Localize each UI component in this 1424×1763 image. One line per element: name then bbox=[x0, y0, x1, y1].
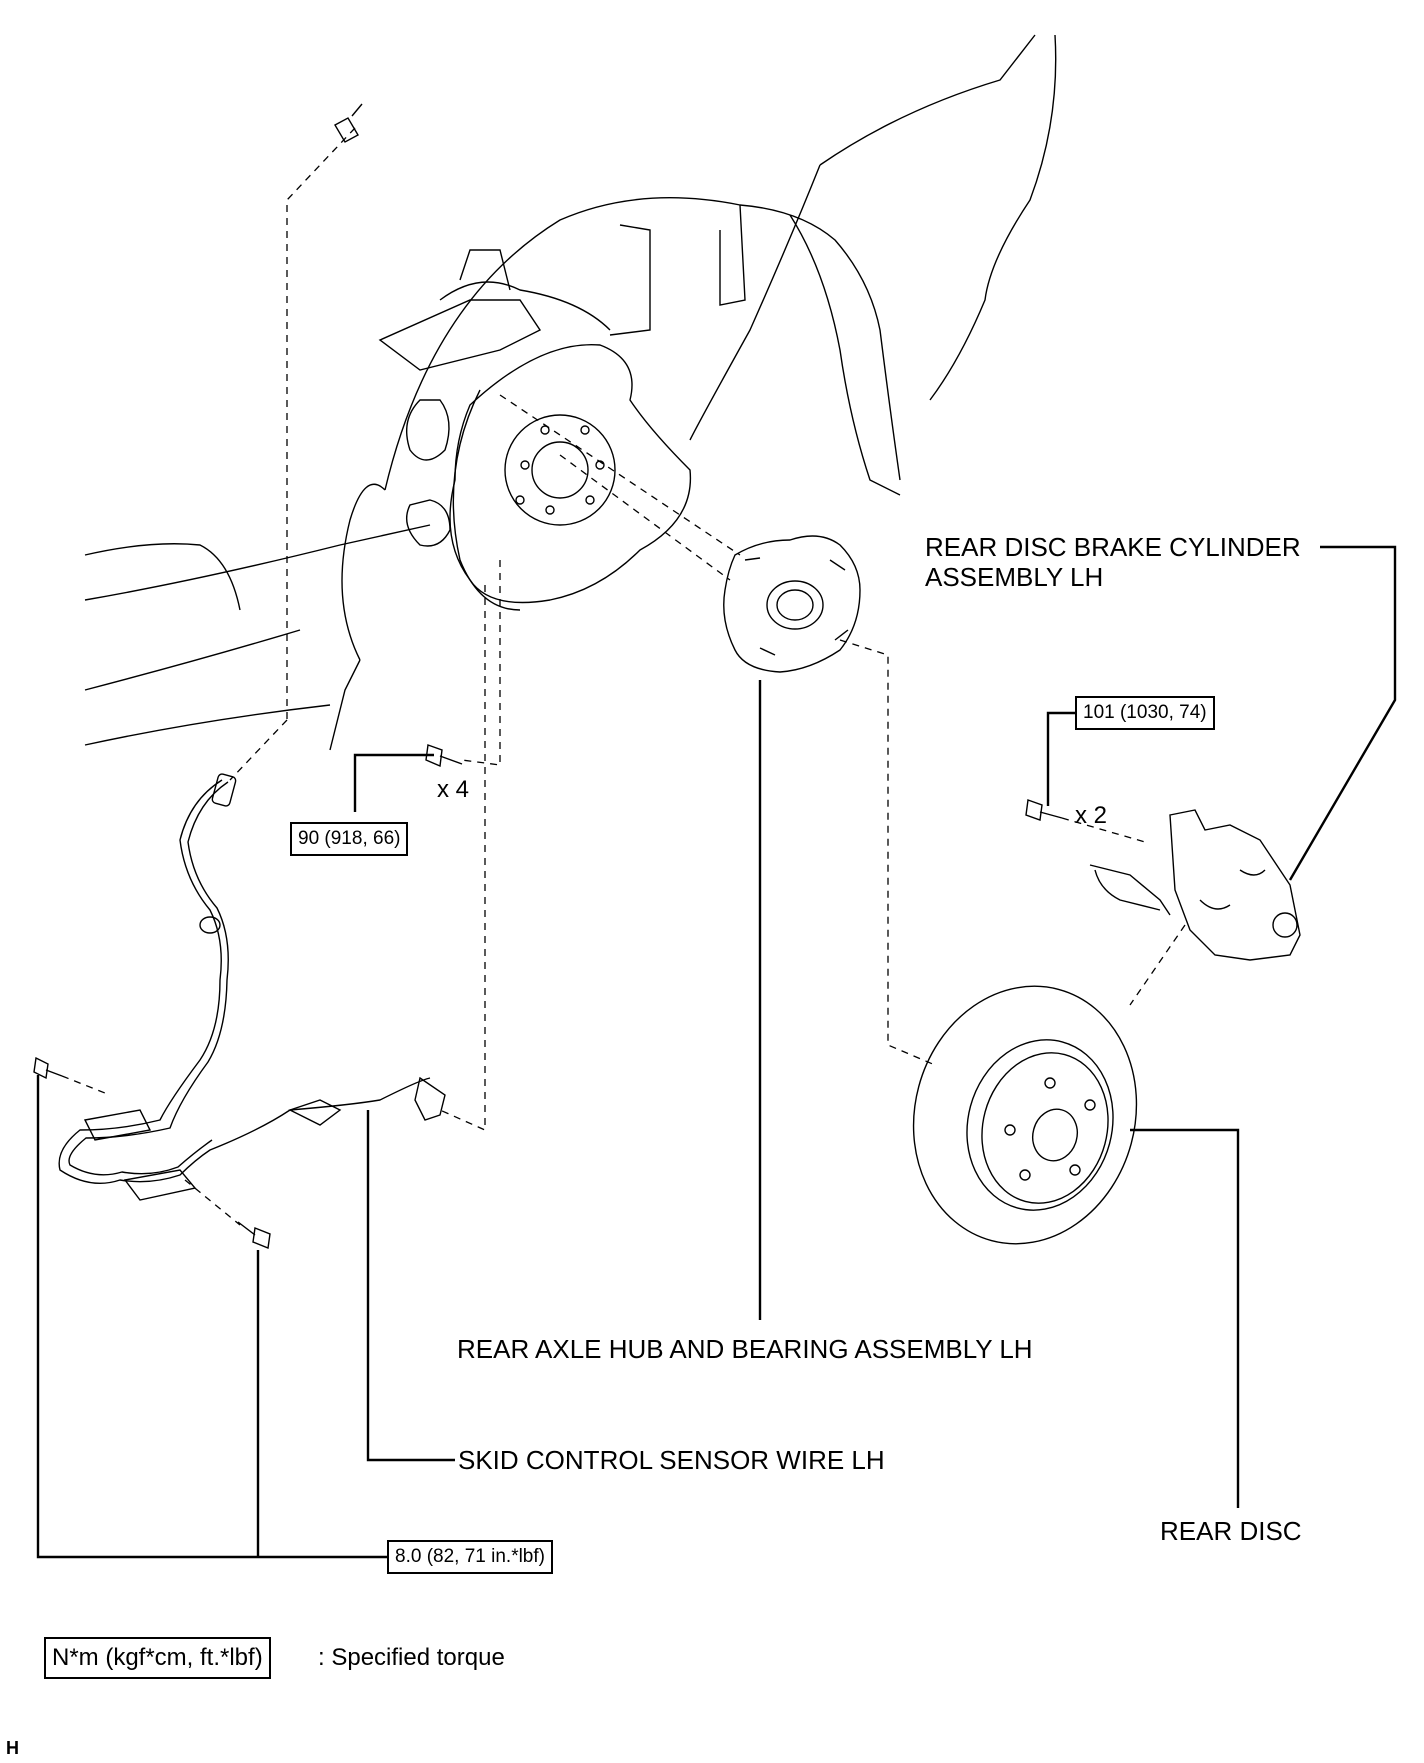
sensor-connector bbox=[334, 103, 363, 143]
figure-code: H bbox=[6, 1738, 19, 1758]
torque-caliper-bolts: 101 (1030, 74) bbox=[1075, 696, 1215, 730]
backing-plate bbox=[378, 249, 692, 611]
leader-lines bbox=[36, 545, 1397, 1559]
label-skid-control-sensor-wire: SKID CONTROL SENSOR WIRE LH bbox=[458, 1445, 885, 1475]
rear-axle-hub bbox=[723, 535, 861, 673]
sensor-bolt-bottom bbox=[237, 1221, 271, 1249]
torque-hub-bolts: 90 (918, 66) bbox=[290, 822, 409, 856]
legend-description: : Specified torque bbox=[318, 1644, 505, 1671]
vehicle-body-outline bbox=[84, 34, 1057, 751]
quantity-caliper-bolts: x 2 bbox=[1075, 802, 1108, 829]
label-rear-disc: REAR DISC bbox=[1160, 1516, 1302, 1546]
quantity-hub-bolts: x 4 bbox=[437, 776, 470, 803]
sensor-bolt-left bbox=[33, 1056, 63, 1080]
rear-disc bbox=[912, 985, 1138, 1245]
sensor-wire bbox=[58, 773, 446, 1201]
label-rear-axle-hub: REAR AXLE HUB AND BEARING ASSEMBLY LH bbox=[457, 1334, 1033, 1364]
legend-unit-box: N*m (kgf*cm, ft.*lbf) bbox=[44, 1637, 271, 1679]
alignment-lines bbox=[61, 127, 1186, 1226]
torque-sensor-bolts: 8.0 (82, 71 in.*lbf) bbox=[387, 1540, 553, 1574]
caliper-bolt bbox=[1025, 799, 1063, 821]
rear-brake-caliper bbox=[1089, 809, 1301, 961]
label-rear-disc-brake-cylinder: REAR DISC BRAKE CYLINDER ASSEMBLY LH bbox=[925, 532, 1301, 592]
